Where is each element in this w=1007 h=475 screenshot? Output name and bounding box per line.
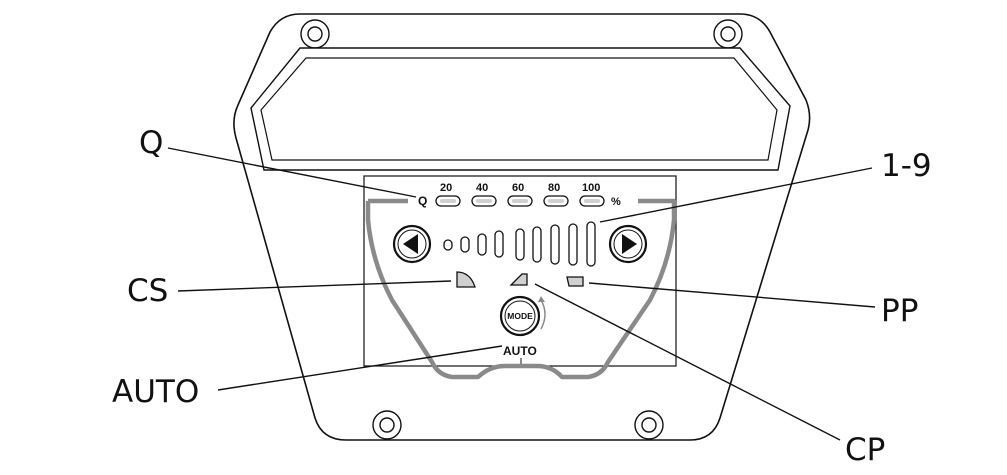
window-glass: [260, 57, 778, 161]
percent-indicator: [435, 195, 461, 207]
callout-cs: CS: [127, 273, 168, 309]
leader-range: [599, 167, 873, 223]
percent-indicator: [579, 195, 605, 207]
screw-bottom-left: [372, 410, 402, 440]
leader-auto: [217, 345, 503, 391]
screw-bottom-right: [634, 410, 664, 440]
left-arrow-icon: [403, 234, 418, 254]
panel-bezel: [365, 198, 677, 380]
percent-sign: %: [611, 196, 621, 208]
screw-top-right: [713, 19, 743, 49]
mode-button-label: MODE: [507, 311, 533, 321]
level-bar: [515, 228, 525, 261]
level-bar: [494, 230, 504, 258]
percent-indicator: [543, 195, 569, 207]
callout-auto: AUTO: [112, 374, 199, 410]
percent-label: 40: [476, 182, 488, 194]
percent-indicator: [471, 195, 497, 207]
mode-button[interactable]: MODE: [499, 295, 541, 337]
leader-pp: [588, 282, 876, 308]
mode-cycle-arrowhead: [538, 296, 545, 302]
percent-label: 80: [548, 182, 560, 194]
percent-indicator: [507, 195, 533, 207]
leader-cs: [177, 280, 452, 292]
percent-label: 20: [440, 182, 452, 194]
cp-mode-icon: [509, 273, 528, 286]
cs-mode-icon: [456, 271, 476, 288]
percent-label: 100: [582, 182, 600, 194]
screw-top-left: [300, 19, 330, 49]
level-bar: [568, 223, 578, 266]
leader-q: [167, 147, 417, 198]
panel-q-label: Q: [418, 194, 427, 208]
level-bar: [460, 236, 470, 253]
level-bar: [586, 221, 596, 267]
level-bar: [532, 226, 542, 263]
callout-pp: PP: [881, 293, 918, 329]
percent-scale: 20 40 60 80 100 %: [435, 182, 621, 208]
level-bar: [550, 224, 560, 265]
level-bar: [443, 239, 453, 251]
callout-cp: CP: [845, 432, 885, 468]
level-bar: [477, 233, 487, 256]
leader-cp: [534, 283, 841, 441]
mode-cycle-arrow-icon: [540, 299, 546, 330]
pp-mode-icon: [566, 276, 584, 287]
right-arrow-icon: [622, 234, 637, 254]
percent-label: 60: [512, 182, 524, 194]
callout-q: Q: [139, 125, 163, 161]
leader-lines: [167, 147, 876, 441]
left-arrow-button[interactable]: [392, 224, 432, 264]
callout-range: 1-9: [881, 148, 932, 184]
level-bars: [443, 221, 596, 267]
panel-auto-label: AUTO: [503, 344, 537, 358]
right-arrow-button[interactable]: [608, 224, 648, 264]
